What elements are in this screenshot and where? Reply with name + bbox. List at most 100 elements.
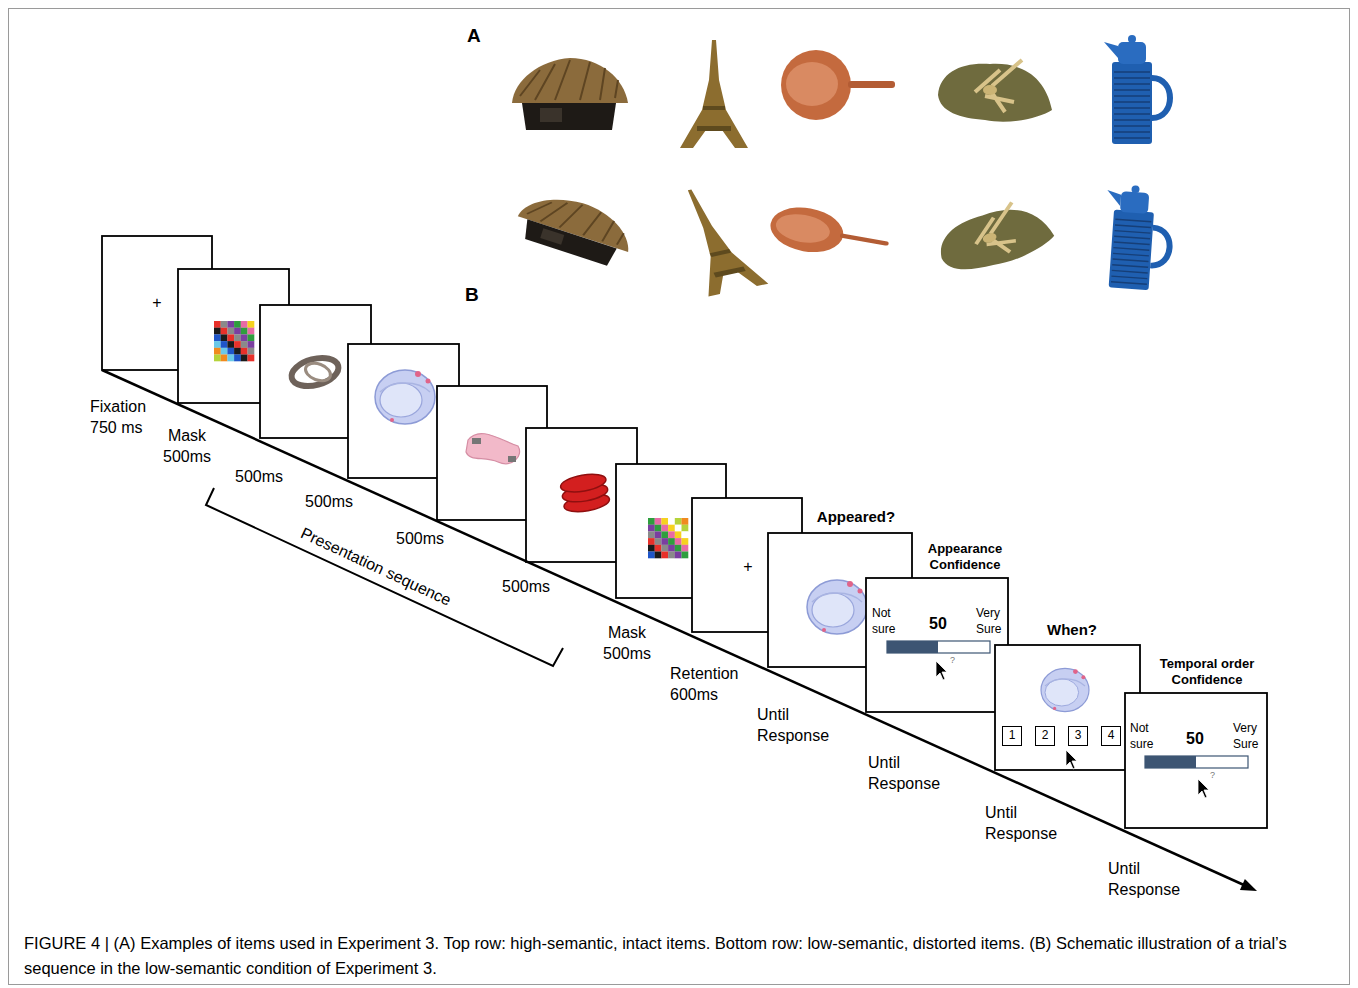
phase-label: Retention 600ms bbox=[670, 663, 739, 705]
screen-heading: Temporal order Confidence bbox=[1152, 656, 1262, 688]
mask-grid bbox=[248, 321, 255, 328]
tower-picture bbox=[697, 126, 731, 131]
order-option: 1 bbox=[1002, 726, 1022, 746]
mask-grid bbox=[227, 341, 234, 348]
mouse-cursor bbox=[936, 661, 947, 680]
time-label: 500ms bbox=[502, 576, 550, 597]
bag-picture bbox=[938, 60, 1052, 122]
jug-picture bbox=[1112, 62, 1152, 144]
trial-screens bbox=[995, 645, 1140, 770]
jug-distorted bbox=[1101, 183, 1174, 291]
jug-picture bbox=[1104, 42, 1118, 58]
mask-grid bbox=[675, 518, 682, 525]
tower-picture bbox=[680, 40, 748, 148]
mask-grid bbox=[241, 348, 248, 355]
cursor-mark: ? bbox=[950, 655, 955, 666]
mask-grid bbox=[248, 341, 255, 348]
mask-grid bbox=[214, 321, 254, 361]
order-option: 4 bbox=[1101, 726, 1121, 746]
mouse-cursor bbox=[1066, 750, 1077, 769]
scale-value: 50 bbox=[1180, 729, 1210, 749]
mask-grid bbox=[648, 518, 688, 558]
mask-grid bbox=[668, 552, 675, 559]
mask-grid bbox=[682, 538, 689, 545]
option-number: 4 bbox=[1102, 727, 1120, 744]
mask-grid bbox=[675, 531, 682, 538]
mask-grid bbox=[214, 341, 221, 348]
novel-object bbox=[466, 434, 520, 464]
hut-picture bbox=[520, 60, 618, 100]
jug-picture bbox=[1128, 35, 1136, 43]
mask-grid bbox=[675, 538, 682, 545]
trial-screens bbox=[1125, 693, 1267, 828]
mask-grid bbox=[648, 545, 655, 552]
novel-object bbox=[508, 456, 516, 462]
mask-grid bbox=[214, 355, 221, 362]
novel-object bbox=[288, 353, 341, 391]
phase-label: Until Response bbox=[757, 704, 829, 746]
confidence-screen: Temporal order ConfidenceNot sure50Very … bbox=[1125, 693, 1267, 828]
pan-picture bbox=[781, 50, 851, 120]
mask-grid bbox=[655, 525, 662, 532]
hut-picture bbox=[512, 58, 628, 130]
fixation-screen: + bbox=[102, 236, 212, 370]
tower-picture bbox=[703, 106, 725, 110]
figure-caption: FIGURE 4 | (A) Examples of items used in… bbox=[24, 931, 1340, 981]
order-option: 3 bbox=[1068, 726, 1088, 746]
mask-grid bbox=[675, 545, 682, 552]
time-label: 500ms bbox=[396, 528, 444, 549]
scale-label: Not sure bbox=[1130, 720, 1160, 752]
mask-grid bbox=[655, 518, 662, 525]
mask-grid bbox=[221, 341, 228, 348]
phase-label: Until Response bbox=[868, 752, 940, 794]
mask-grid bbox=[648, 531, 655, 538]
hut-picture bbox=[540, 108, 562, 122]
trial-screens bbox=[102, 236, 1267, 828]
mask-grid bbox=[248, 355, 255, 362]
mask-grid bbox=[221, 328, 228, 335]
mask-grid bbox=[241, 341, 248, 348]
option-number: 1 bbox=[1003, 727, 1021, 744]
mask-grid bbox=[221, 348, 228, 355]
pan-picture bbox=[786, 62, 838, 106]
time-label: 500ms bbox=[305, 491, 353, 512]
phase-label: Until Response bbox=[985, 802, 1057, 844]
confidence-slider bbox=[1145, 756, 1248, 768]
fixation-cross: + bbox=[147, 293, 167, 313]
mask-grid bbox=[221, 321, 228, 328]
mask-grid bbox=[234, 355, 241, 362]
panel-letter: B bbox=[465, 283, 479, 307]
mask-grid bbox=[682, 525, 689, 532]
mask-grid bbox=[241, 355, 248, 362]
mask-grid bbox=[214, 321, 221, 328]
mask-grid bbox=[668, 518, 675, 525]
mask-grid bbox=[661, 552, 668, 559]
mask-grid bbox=[682, 531, 689, 538]
confidence-screen: Appearance ConfidenceNot sure50Very Sure bbox=[866, 578, 1008, 712]
novel-object bbox=[466, 434, 520, 464]
mask-grid bbox=[682, 518, 689, 525]
phase-label: Until Response bbox=[1108, 858, 1180, 900]
novel-object bbox=[303, 360, 333, 384]
mask-grid bbox=[227, 321, 234, 328]
mask-grid bbox=[227, 334, 234, 341]
mask-grid bbox=[668, 525, 675, 532]
mask-grid bbox=[221, 355, 228, 362]
confidence-slider bbox=[887, 641, 990, 653]
fixation-cross: + bbox=[738, 557, 758, 577]
mask-grid bbox=[655, 531, 662, 538]
mask-grid bbox=[648, 525, 655, 532]
tower-distorted bbox=[660, 184, 769, 297]
scale-label: Not sure bbox=[872, 605, 902, 637]
mask-grid bbox=[661, 518, 668, 525]
mouse-cursor bbox=[1198, 779, 1209, 798]
novel-object bbox=[288, 353, 341, 391]
mask-grid bbox=[241, 334, 248, 341]
mask-grid bbox=[234, 334, 241, 341]
phase-label: Fixation 750 ms bbox=[90, 396, 152, 438]
trial-screens bbox=[866, 578, 1008, 712]
novel-object bbox=[472, 438, 481, 444]
confidence-slider bbox=[887, 641, 938, 653]
order-option: 2 bbox=[1035, 726, 1055, 746]
